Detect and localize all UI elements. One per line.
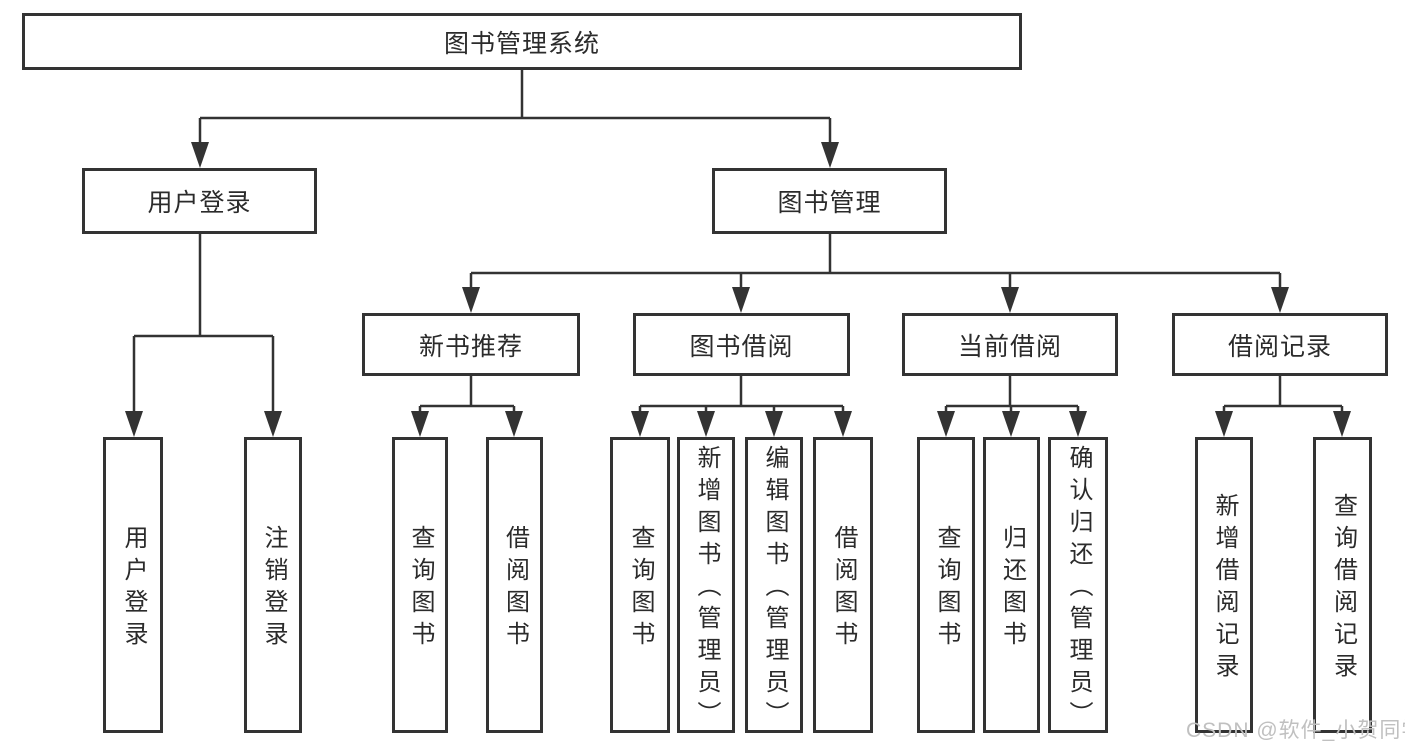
leaf-query-borrow-record: 查询借阅记录 <box>1313 437 1372 733</box>
csdn-watermark: CSDN @软件_小贺同学 <box>1186 719 1405 742</box>
leaf-label-query-borrow-record: 查询借阅记录 <box>1329 493 1357 685</box>
leaf-borrow-books-recommend: 借阅图书 <box>486 437 543 733</box>
leaf-add-books-admin: 新增图书（管理员） <box>677 437 735 733</box>
leaf-query-books-borrow: 查询图书 <box>610 437 670 733</box>
leaf-return-books: 归还图书 <box>983 437 1040 733</box>
leaf-label-borrow-books: 借阅图书 <box>830 525 857 653</box>
node-user-login: 用户登录 <box>82 168 317 234</box>
connector-new-book-subtree <box>418 376 516 415</box>
node-label-borrow-record: 借阅记录 <box>1227 332 1332 361</box>
leaf-label-return-books: 归还图书 <box>998 525 1026 653</box>
node-label-root: 图书管理系统 <box>443 29 600 58</box>
leaf-logout: 注销登录 <box>244 437 302 733</box>
leaf-label-query-books-recommend: 查询图书 <box>407 525 434 653</box>
leaf-query-books-current: 查询图书 <box>917 437 975 733</box>
leaf-label-edit-books-admin: 编辑图书（管理员） <box>761 445 788 733</box>
arrowheads <box>125 142 1351 437</box>
node-label-user-login: 用户登录 <box>147 189 252 217</box>
node-book-borrow: 图书借阅 <box>633 313 850 376</box>
leaf-label-borrow-books-recommend: 借阅图书 <box>501 525 529 653</box>
node-label-book-borrow: 图书借阅 <box>689 332 794 361</box>
leaf-label-user-login: 用户登录 <box>120 525 147 653</box>
leaf-query-books-recommend: 查询图书 <box>392 437 448 733</box>
leaf-confirm-return-admin: 确认归还（管理员） <box>1048 437 1108 733</box>
node-library-management-system: 图书管理系统 <box>22 13 1022 70</box>
node-label-book-management: 图书管理 <box>777 189 882 217</box>
leaf-label-query-books-current: 查询图书 <box>933 525 960 653</box>
leaf-label-query-books-borrow: 查询图书 <box>627 525 654 653</box>
connector-root-to-level2 <box>198 70 832 146</box>
node-label-new-book-recommend: 新书推荐 <box>418 332 523 361</box>
leaf-user-login: 用户登录 <box>103 437 163 733</box>
connector-current-borrow-subtree <box>944 376 1080 415</box>
node-borrow-record: 借阅记录 <box>1172 313 1388 376</box>
leaf-label-confirm-return-admin: 确认归还（管理员） <box>1065 445 1092 733</box>
leaf-borrow-books: 借阅图书 <box>813 437 873 733</box>
leaf-edit-books-admin: 编辑图书（管理员） <box>745 437 803 733</box>
leaf-label-add-borrow-record: 新增借阅记录 <box>1211 493 1238 685</box>
node-label-current-borrow: 当前借阅 <box>957 332 1062 361</box>
leaf-label-add-books-admin: 新增图书（管理员） <box>693 445 720 733</box>
leaf-label-logout: 注销登录 <box>260 525 287 653</box>
connector-book-borrow-subtree <box>638 376 845 415</box>
connector-book-management-branch <box>469 234 1282 291</box>
leaf-add-borrow-record: 新增借阅记录 <box>1195 437 1253 733</box>
node-current-borrow: 当前借阅 <box>902 313 1118 376</box>
node-book-management: 图书管理 <box>712 168 947 234</box>
connector-borrow-record-subtree <box>1222 376 1344 415</box>
connector-user-login-branch <box>132 234 275 415</box>
node-new-book-recommend: 新书推荐 <box>362 313 580 376</box>
